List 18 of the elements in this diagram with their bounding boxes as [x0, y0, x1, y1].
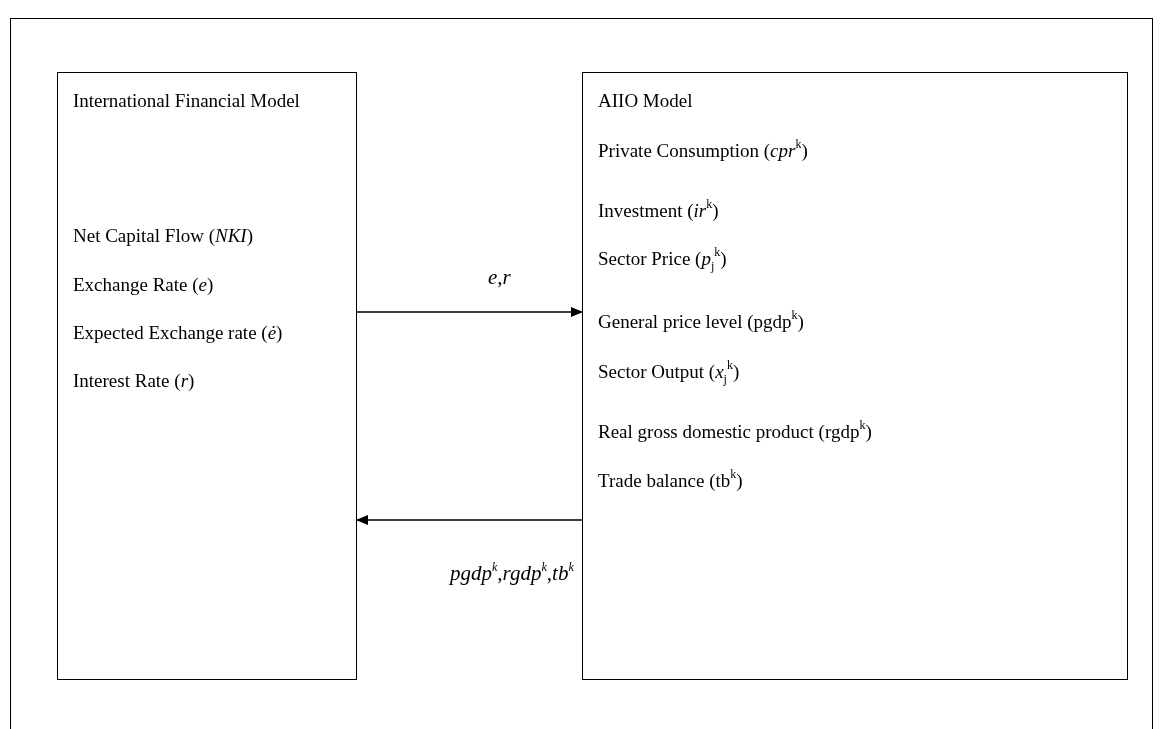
variable-label: Interest Rate (r): [73, 369, 195, 393]
variable-label: Sector Price (p$_{j}$$^{k}$): [598, 247, 727, 271]
variable-label: Private Consumption (cpr$^{k}$): [598, 139, 808, 163]
edge-label: pgdp$^{k}$,rgdp$^{k}$,tb$^{k}$: [450, 560, 574, 586]
arrow: [356, 307, 583, 317]
variable-label: Exchange Rate (e): [73, 273, 214, 297]
variable-label: Expected Exchange rate (ė): [73, 321, 283, 345]
variable-label: Investment (ir$^{k}$): [598, 199, 719, 223]
variable-label: Real gross domestic product (rgdp$^{k}$): [598, 420, 872, 444]
box-heading: AIIO Model: [598, 89, 693, 113]
variable-label: General price level (pgdp$^{k}$): [598, 310, 804, 334]
variable-label: Net Capital Flow (NKI): [73, 224, 253, 248]
variable-label: Sector Output (x$_{j}$$^{k}$): [598, 360, 740, 384]
model-box: [57, 72, 357, 680]
model-box: [582, 72, 1128, 680]
variable-label: Trade balance (tb$^{k}$): [598, 469, 743, 493]
box-heading: International Financial Model: [73, 89, 300, 113]
arrow: [356, 515, 583, 525]
